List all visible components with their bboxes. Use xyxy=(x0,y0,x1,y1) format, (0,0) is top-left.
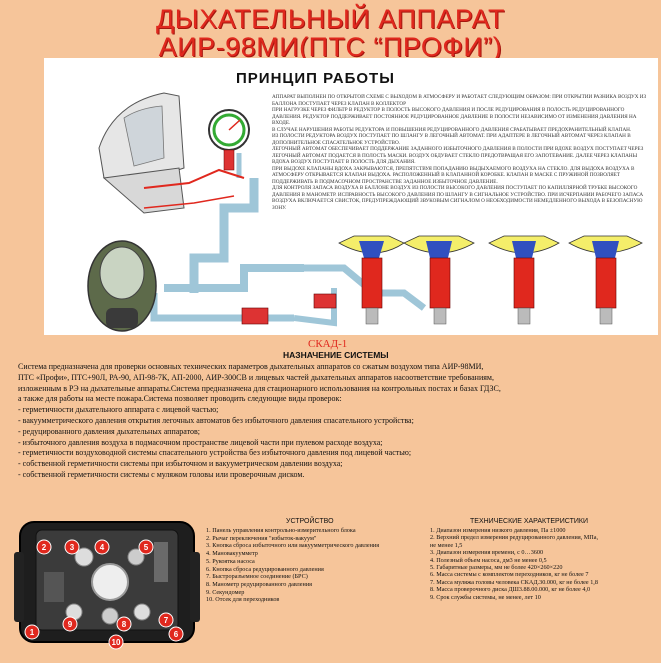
purpose-line: - собственной герметичности системы с му… xyxy=(18,469,305,479)
helmet-icon xyxy=(98,92,185,214)
valve-diagram-3 xyxy=(488,235,560,325)
purpose-line: - герметичности воздуховодной системы сп… xyxy=(18,448,412,458)
callout-7: 7 xyxy=(164,616,169,625)
principle-paragraph: АППАРАТ ВЫПОЛНЕН ПО ОТКРЫТОЙ СХЕМЕ С ВЫХ… xyxy=(272,94,647,107)
device-item: 2. Рычаг переключения "избыток-вакуум" xyxy=(206,534,317,542)
page-title-line2: АИР-98МИ(ПТС “ПРОФИ”) xyxy=(158,32,503,62)
purpose-text: Система предназначена для проверки основ… xyxy=(18,362,650,481)
callout-2: 2 xyxy=(42,543,47,552)
spec-item: 3. Диапазон измерения времени, с 0…3600 xyxy=(430,549,544,557)
device-item: 8. Манометр редуцированного давления xyxy=(206,580,312,588)
purpose-heading: НАЗНАЧЕНИЕ СИСТЕМЫ xyxy=(283,350,389,360)
page-title-line1: ДЫХАТЕЛЬНЫЙ АППАРАТ xyxy=(156,4,505,34)
spec-item: 5. Габаритные размеры, мм не более 420×2… xyxy=(430,564,563,572)
breathing-apparatus-diagram xyxy=(87,92,643,332)
valve-diagram-2 xyxy=(403,235,475,325)
callout-6: 6 xyxy=(174,630,179,639)
principle-title: ПРИНЦИП РАБОТЫ xyxy=(236,70,395,87)
purpose-line: - вакуумметрического давления открытия л… xyxy=(18,415,414,425)
principle-panel: ПРИНЦИП РАБОТЫ АППАРАТ ВЫПОЛНЕН ПО ОТКРЫ… xyxy=(44,58,658,335)
principle-paragraph: ИЗ ПОЛОСТИ РЕДУКТОРА ВОЗДУХ ПОСТУПАЕТ ПО… xyxy=(272,133,631,146)
principle-paragraph: В СЛУЧАЕ НАРУШЕНИЯ РАБОТЫ РЕДУКТОРА И ПО… xyxy=(272,126,632,133)
purpose-line: - редуцированного давления дыхательных а… xyxy=(18,426,201,436)
callout-10: 10 xyxy=(112,638,121,647)
device-item: 5. Рукоятка насоса xyxy=(206,557,255,565)
specs-list: 1. Диапазон измерения низкого давления, … xyxy=(430,527,655,601)
purpose-line: а также для работы на месте пожара.Систе… xyxy=(18,394,342,404)
device-item: 6. Кнопка сброса редуцированного давлени… xyxy=(206,565,324,573)
manometer-icon xyxy=(208,109,250,171)
spec-item: 9. Срок службы системы, не менее, лет 10 xyxy=(430,593,541,601)
spec-item: 6. Масса системы с комплектом переходник… xyxy=(430,571,589,579)
spec-item: 2. Верхний предел измерения редуцированн… xyxy=(430,534,599,542)
test-case-icon: 1 2 3 4 5 6 7 8 9 10 xyxy=(14,521,200,650)
spec-item: 4. Полезный объем насоса, дм3 не менее 0… xyxy=(430,556,547,564)
callout-9: 9 xyxy=(68,620,73,629)
skad-label: СКАД-1 xyxy=(308,338,348,350)
spec-item: 8. Масса проверочного диска ДШ3.88.00.00… xyxy=(430,586,591,594)
valve-diagram-4 xyxy=(568,235,643,325)
device-item: 3. Кнопка сброса избыточного или вакуумм… xyxy=(206,542,380,550)
skad-case-image: 1 2 3 4 5 6 7 8 9 10 xyxy=(14,512,200,658)
spec-item: 1. Диапазон измерения низкого давления, … xyxy=(430,527,566,534)
device-item: 1. Панель управления контрольно-измерите… xyxy=(206,527,356,534)
purpose-line: ПТС «Профи», ПТС+90Л, РА-90, АП-98-7К, А… xyxy=(18,372,494,382)
device-list: 1. Панель управления контрольно-измерите… xyxy=(206,527,421,604)
principle-paragraph: ПРИ ВЫДОХЕ КЛАПАНЫ ВДОХА ЗАКРЫВАЮТСЯ, ПР… xyxy=(272,165,635,185)
valve-diagram-1 xyxy=(338,235,405,325)
device-item: 9. Секундомер xyxy=(206,588,245,596)
device-item: 10. Отсек для переходников xyxy=(206,596,280,604)
device-item: 7. Быстроразъемное соединение (БРС) xyxy=(206,573,308,581)
face-mask-icon xyxy=(87,240,157,332)
callout-8: 8 xyxy=(122,620,127,629)
principle-paragraph: ПРИ НАГРУЗКЕ ЧЕРЕЗ ФИЛЬТР В РЕДУКТОР В П… xyxy=(272,107,637,126)
spec-item: 7. Масса муляжа головы человека СКАД.30.… xyxy=(430,578,598,586)
device-item: 4. Мановакуумметр xyxy=(206,550,258,558)
callout-1: 1 xyxy=(30,628,35,637)
principle-paragraph: ЛЕГОЧНЫЙ АВТОМАТ ОБЕСПЕЧИВАЕТ ПОДДЕРЖАНИ… xyxy=(272,146,644,165)
lung-demand-valve-icon xyxy=(313,293,337,309)
callout-4: 4 xyxy=(100,543,105,552)
principle-paragraph: ДЛЯ КОНТРОЛЯ ЗАПАСА ВОЗДУХА В БАЛЛОНЕ ВО… xyxy=(272,185,644,211)
principle-text: АППАРАТ ВЫПОЛНЕН ПО ОТКРЫТОЙ СХЕМЕ С ВЫХ… xyxy=(272,94,650,284)
purpose-line: - избыточного давления воздуха в подмасо… xyxy=(18,437,383,447)
reducer-icon xyxy=(241,307,269,325)
specs-heading: ТЕХНИЧЕСКИЕ ХАРАКТЕРИСТИКИ xyxy=(470,518,588,525)
spec-item: не менее 1,5 xyxy=(430,541,463,549)
purpose-line: - герметичности дыхательного аппарата с … xyxy=(18,405,219,415)
purpose-line: изложенным в РЭ на дыхательные аппараты.… xyxy=(18,383,501,393)
callout-3: 3 xyxy=(70,543,75,552)
purpose-line: Система предназначена для проверки основ… xyxy=(18,362,484,371)
purpose-line: - собственной герметичности системы при … xyxy=(18,459,343,469)
device-heading: УСТРОЙСТВО xyxy=(286,518,334,525)
callout-5: 5 xyxy=(144,543,149,552)
